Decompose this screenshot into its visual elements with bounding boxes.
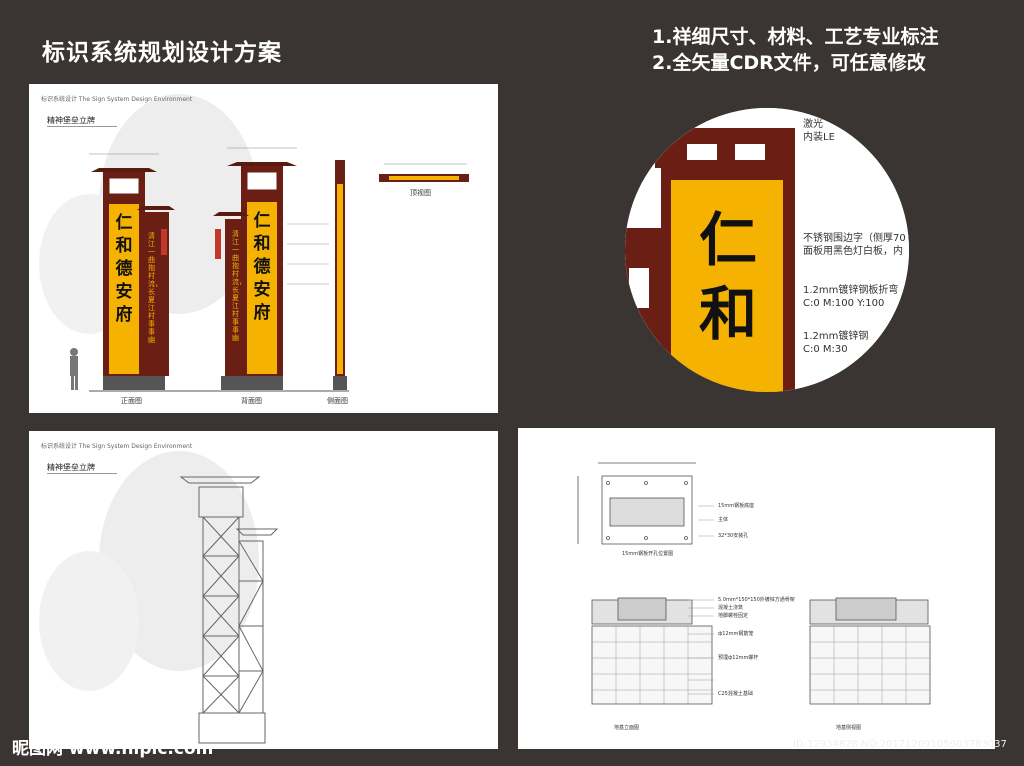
caption: 地基立面图: [614, 725, 640, 731]
sign-char: 仁: [115, 213, 133, 233]
annotation: ф12mm钢筋笼: [718, 631, 754, 637]
foundation-panel: 15mm钢板底座 主体 32*30安装孔 5.0mm*150*150外镀锌方通骨…: [518, 428, 995, 749]
zoom-line: 1.2mm镀锌钢板折弯: [803, 285, 899, 296]
foundation-drawing: [577, 462, 931, 705]
annotation: 15mm钢板底座: [718, 503, 755, 509]
panel-header: 标识系统设计 The Sign System Design Environmen…: [41, 96, 193, 103]
annotation: 主体: [718, 517, 729, 523]
view-label-side: 侧面图: [327, 397, 348, 405]
zoom-char: 和: [698, 280, 757, 348]
zoom-line: 激光: [803, 119, 823, 130]
zoom-sign-text: 仁 和: [683, 203, 773, 351]
caption: 地基侧视图: [836, 725, 862, 731]
zoom-line: 不锈钢围边字（侧厚70: [803, 233, 906, 244]
zoom-line: 面板用黑色灯白板，内: [803, 246, 903, 257]
sign-back-text: 仁 和 德 安 府: [250, 210, 274, 325]
caption: 15mm钢板开孔位置图: [622, 551, 674, 557]
annotation: 5.0mm*150*150外镀锌方通骨架: [718, 597, 795, 603]
sign-char: 德: [253, 257, 271, 277]
annotation: 32*30安装孔: [718, 533, 749, 539]
sign-side-text: 清江一曲抱村流，长夏江村事事幽: [232, 230, 246, 342]
sign-char: 德: [115, 259, 133, 279]
sign-side-text: 清江一曲抱村流，长夏江村事事幽: [148, 232, 162, 344]
zoom-detail: 仁 和 激光 内装LE 不锈钢围边字（侧厚70 面板用黑色灯白板，内 1.2mm…: [625, 108, 909, 392]
image-id-text: ID:12934828 NO:20171209105903783037: [793, 739, 1007, 750]
panel-header: 标识系统设计 The Sign System Design Environmen…: [41, 443, 193, 450]
panel-subtitle: 精神堡垒立牌: [47, 115, 117, 127]
annotation: 混凝土浇筑: [718, 605, 744, 611]
sign-char: 仁: [253, 211, 271, 231]
zoom-line: C:0 M:30: [803, 344, 848, 355]
view-label-top: 顶视图: [410, 189, 431, 197]
sign-char: 府: [253, 303, 271, 323]
elevation-panel: 标识系统设计 The Sign System Design Environmen…: [29, 84, 498, 413]
zoom-annotations: 激光 内装LE 不锈钢围边字（侧厚70 面板用黑色灯白板，内 1.2mm镀锌钢板…: [803, 118, 906, 356]
sign-char: 府: [115, 305, 133, 325]
zoom-char: 仁: [698, 206, 757, 274]
note-1: 1.祥细尺寸、材料、工艺专业标注: [652, 26, 939, 48]
annotation: 预埋ф12mm螺杆: [718, 655, 759, 661]
note-2: 2.全矢量CDR文件，可任意修改: [652, 52, 926, 74]
page-title: 标识系统规划设计方案: [42, 40, 282, 66]
sign-char: 安: [115, 282, 133, 302]
view-label-front: 正面图: [121, 397, 142, 405]
zoom-graphic: [625, 108, 909, 392]
frame-panel: 标识系统设计 The Sign System Design Environmen…: [29, 431, 498, 749]
view-label-back: 背面图: [241, 397, 262, 405]
sign-char: 和: [115, 236, 133, 256]
zoom-line: 1.2mm镀锌钢: [803, 331, 869, 342]
sign-char: 和: [253, 234, 271, 254]
sign-main-text: 仁 和 德 安 府: [112, 212, 136, 327]
sign-char: 安: [253, 280, 271, 300]
zoom-line: 内装LE: [803, 132, 835, 143]
frame-drawing: [39, 451, 279, 744]
annotation: 地脚螺栓固定: [718, 613, 749, 619]
feature-notes: 1.祥细尺寸、材料、工艺专业标注 2.全矢量CDR文件，可任意修改: [652, 24, 938, 76]
panel-subtitle: 精神堡垒立牌: [47, 462, 117, 474]
elevation-drawing: [39, 94, 469, 392]
annotation: C25混凝土基础: [718, 691, 753, 697]
zoom-line: C:0 M:100 Y:100: [803, 298, 885, 309]
watermark-logo: 昵图网 www.nipic.com: [12, 739, 214, 759]
